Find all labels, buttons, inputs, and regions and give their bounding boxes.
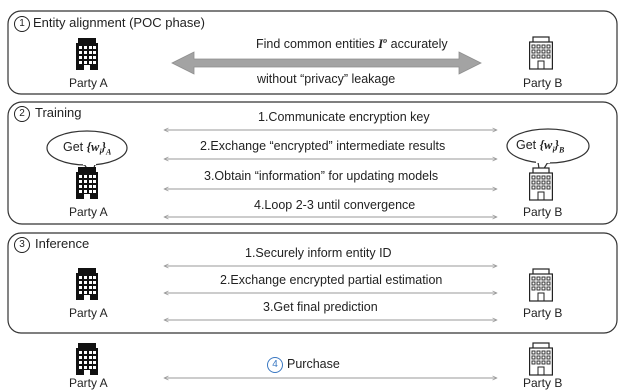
panel-training <box>7 101 618 225</box>
speech-bubble-left <box>46 130 128 178</box>
privacy-leakage-label: without “privacy” leakage <box>257 72 396 86</box>
math-weights-b: {wi}B <box>539 138 565 155</box>
step-number-badge: 1 <box>14 16 30 32</box>
training-arrows <box>164 130 497 217</box>
party-a-label: Party A <box>69 205 108 219</box>
party-a-building-icon <box>76 167 98 199</box>
get-weights-a: Get {wi}A <box>63 140 111 157</box>
math-w: {w <box>539 138 553 152</box>
get-text: Get <box>516 138 537 152</box>
inference-arrows <box>164 266 497 320</box>
panel-title-entity-alignment: Entity alignment (POC phase) <box>33 15 205 30</box>
step-number-badge: 3 <box>14 237 30 253</box>
math-symbol-io: Io <box>378 36 388 52</box>
inference-step-3: 3.Get final prediction <box>263 300 378 314</box>
party-b-label: Party B <box>523 376 563 390</box>
panel-title-inference: Inference <box>35 236 90 251</box>
get-text: Get <box>63 140 84 154</box>
party-a-building-icon <box>76 343 98 375</box>
math-sub-party: A <box>105 147 112 157</box>
party-b-building-icon <box>528 167 554 201</box>
party-a-building-icon <box>76 268 98 300</box>
find-common-entities-text: Find common entities <box>256 37 375 52</box>
party-b-label: Party B <box>523 205 563 219</box>
training-step-4: 4.Loop 2-3 until convergence <box>254 198 416 212</box>
party-b-building-icon <box>528 268 554 302</box>
panel-entity-alignment <box>7 10 618 95</box>
party-b-building-icon <box>528 36 554 70</box>
step-number-badge: 2 <box>14 106 30 122</box>
party-a-label: Party A <box>69 306 108 320</box>
math-sub-i: i <box>99 147 102 157</box>
math-weights-a: {wi}A <box>86 140 112 157</box>
training-step-2: 2.Exchange “encrypted” intermediate resu… <box>200 139 446 153</box>
math-brace-close: } <box>101 140 106 154</box>
inference-step-2: 2.Exchange encrypted partial estimation <box>220 273 443 287</box>
panel-inference <box>7 232 618 334</box>
math-w: {w <box>86 140 100 154</box>
math-io-base: I <box>378 37 384 52</box>
party-b-building-icon <box>528 342 554 376</box>
thick-double-arrow <box>171 51 482 75</box>
party-b-label: Party B <box>523 306 563 320</box>
inference-step-1: 1.Securely inform entity ID <box>245 246 392 260</box>
panel-title-training: Training <box>35 105 82 120</box>
purchase-label: Purchase <box>287 357 340 371</box>
get-weights-b: Get {wi}B <box>516 138 564 155</box>
step-number-badge: 4 <box>267 357 283 373</box>
math-io-superscript: o <box>383 36 388 45</box>
party-a-building-icon <box>76 38 98 70</box>
training-step-1: 1.Communicate encryption key <box>258 110 430 124</box>
math-sub-i: i <box>552 145 555 155</box>
math-sub-party: B <box>558 145 565 155</box>
math-brace-close: } <box>554 138 559 152</box>
accurately-text: accurately <box>390 37 448 52</box>
party-b-label: Party B <box>523 76 563 90</box>
training-step-3: 3.Obtain “information” for updating mode… <box>204 169 439 183</box>
find-common-entities-label: Find common entities Io accurately <box>256 36 448 52</box>
party-a-label: Party A <box>69 376 108 390</box>
party-a-label: Party A <box>69 76 108 90</box>
